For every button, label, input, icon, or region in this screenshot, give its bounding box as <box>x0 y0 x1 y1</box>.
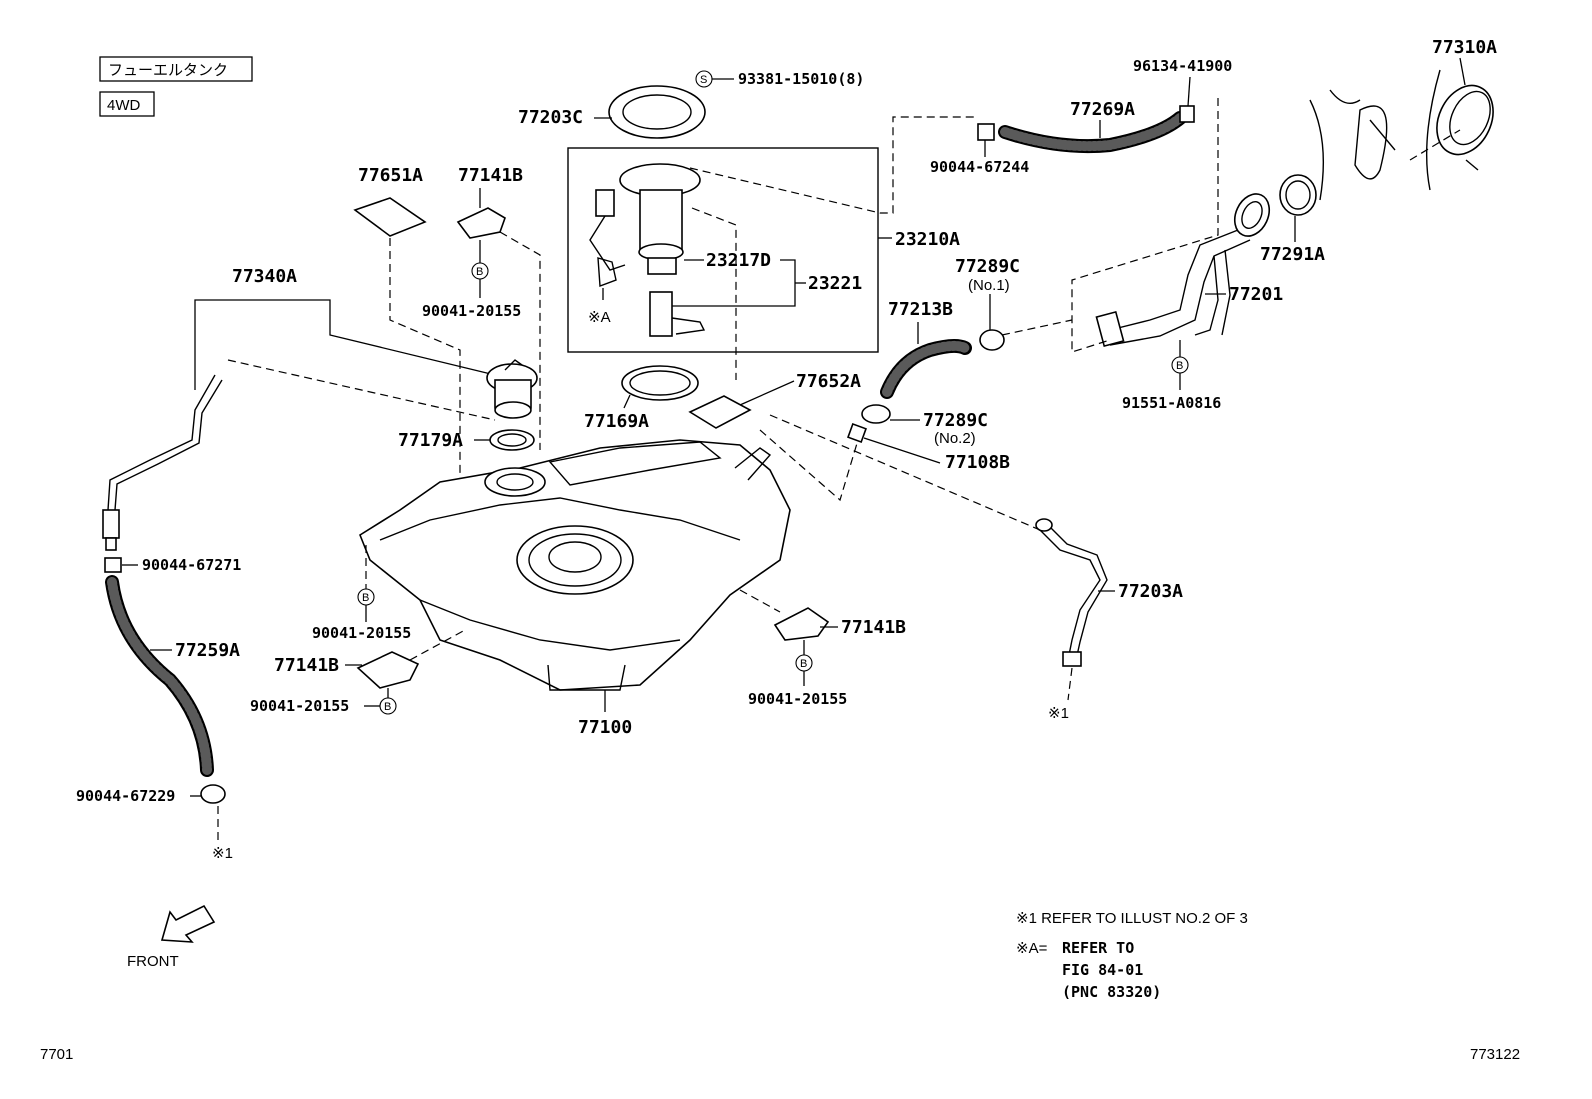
circle-mark-b-4: B <box>800 658 807 670</box>
label-77291A: 77291A <box>1260 244 1325 265</box>
bracket-77141B-top-illustration <box>456 207 506 239</box>
label-23210A: 23210A <box>895 229 960 250</box>
hose-77259A-illustration <box>104 557 226 804</box>
pad-77651A-illustration <box>353 197 427 237</box>
label-77141B-top: 77141B <box>458 165 523 186</box>
label-90044-67271: 90044-67271 <box>142 556 241 574</box>
label-77169A: 77169A <box>584 411 649 432</box>
pump-module-box <box>567 147 879 353</box>
label-77289C-no1-sub: (No.1) <box>968 277 1010 294</box>
breather-tube-77203A-illustration <box>1035 518 1108 667</box>
label-77289C-no2-sub: (No.2) <box>934 430 976 447</box>
footer-left-code: 7701 <box>40 1046 73 1063</box>
label-90041-20155-c: 90041-20155 <box>250 697 349 715</box>
label-77259A: 77259A <box>175 640 240 661</box>
label-90041-20155-a: 90041-20155 <box>422 302 521 320</box>
label-90044-67244: 90044-67244 <box>930 158 1029 176</box>
label-93381-15010: 93381-15010(8) <box>738 70 864 88</box>
note-a-line2: FIG 84-01 <box>1062 961 1143 979</box>
label-23221: 23221 <box>808 273 862 294</box>
label-77310A: 77310A <box>1432 37 1497 58</box>
note-refer-illust: ※1 REFER TO ILLUST NO.2 OF 3 <box>1016 910 1248 927</box>
fuel-tank-illustration <box>359 439 791 691</box>
retainer-ring-illustration <box>608 85 706 139</box>
circle-mark-s: S <box>700 74 707 86</box>
breather-hose-illustration <box>977 105 1195 154</box>
label-77269A: 77269A <box>1070 99 1135 120</box>
gasket-77179A-illustration <box>489 429 535 451</box>
label-23217D: 23217D <box>706 250 771 271</box>
front-label: FRONT <box>127 953 179 970</box>
label-77203A: 77203A <box>1118 581 1183 602</box>
label-77141B-left: 77141B <box>274 655 339 676</box>
bracket-77141B-left-illustration <box>356 651 420 689</box>
gasket-77169A-illustration <box>621 365 699 401</box>
circle-mark-b-5: B <box>1176 360 1183 372</box>
note-a-line1: REFER TO <box>1062 939 1134 957</box>
label-77289C-no2: 77289C <box>923 410 988 431</box>
label-77652A: 77652A <box>796 371 861 392</box>
vent-tube-illustration <box>102 374 223 551</box>
circle-mark-b-1: B <box>476 266 483 278</box>
label-77340A: 77340A <box>232 266 297 287</box>
circle-mark-b-2: B <box>362 592 369 604</box>
filler-pipe-77201-illustration <box>1095 193 1271 348</box>
label-77213B: 77213B <box>888 299 953 320</box>
fuel-cap-illustration <box>1309 69 1494 201</box>
fuel-pump-module-illustration <box>589 163 706 337</box>
note-a-prefix: ※A= <box>1016 940 1048 957</box>
label-77201: 77201 <box>1229 284 1283 305</box>
filler-hose-77213B-illustration <box>847 329 1005 443</box>
front-arrow-icon <box>160 904 216 943</box>
header-tag-group: フューエルタンク 4WD <box>99 56 253 117</box>
label-77651A: 77651A <box>358 165 423 186</box>
label-77289C-no1: 77289C <box>955 256 1020 277</box>
label-77108B: 77108B <box>945 452 1010 473</box>
header-tag-4wd: 4WD <box>107 97 141 114</box>
circle-mark-b-3: B <box>384 701 391 713</box>
label-77203C: 77203C <box>518 107 583 128</box>
sender-gauge-illustration <box>486 359 538 419</box>
pad-77652A-illustration <box>688 395 752 429</box>
label-77141B-right: 77141B <box>841 617 906 638</box>
bracket-77141B-right-illustration <box>773 607 830 641</box>
label-ref1-right: ※1 <box>1048 705 1069 722</box>
label-77179A: 77179A <box>398 430 463 451</box>
footer-right-code: 773122 <box>1470 1046 1520 1063</box>
header-tag-fuel-tank: フューエルタンク <box>108 62 228 79</box>
label-90041-20155-d: 90041-20155 <box>748 690 847 708</box>
label-a-ref: ※A <box>588 309 611 326</box>
label-77100: 77100 <box>578 717 632 738</box>
label-91551-A0816: 91551-A0816 <box>1122 394 1221 412</box>
note-a-line3: (PNC 83320) <box>1062 983 1161 1001</box>
label-90044-67229: 90044-67229 <box>76 787 175 805</box>
label-ref1-left: ※1 <box>212 845 233 862</box>
label-96134-41900: 96134-41900 <box>1133 57 1232 75</box>
label-90041-20155-b: 90041-20155 <box>312 624 411 642</box>
